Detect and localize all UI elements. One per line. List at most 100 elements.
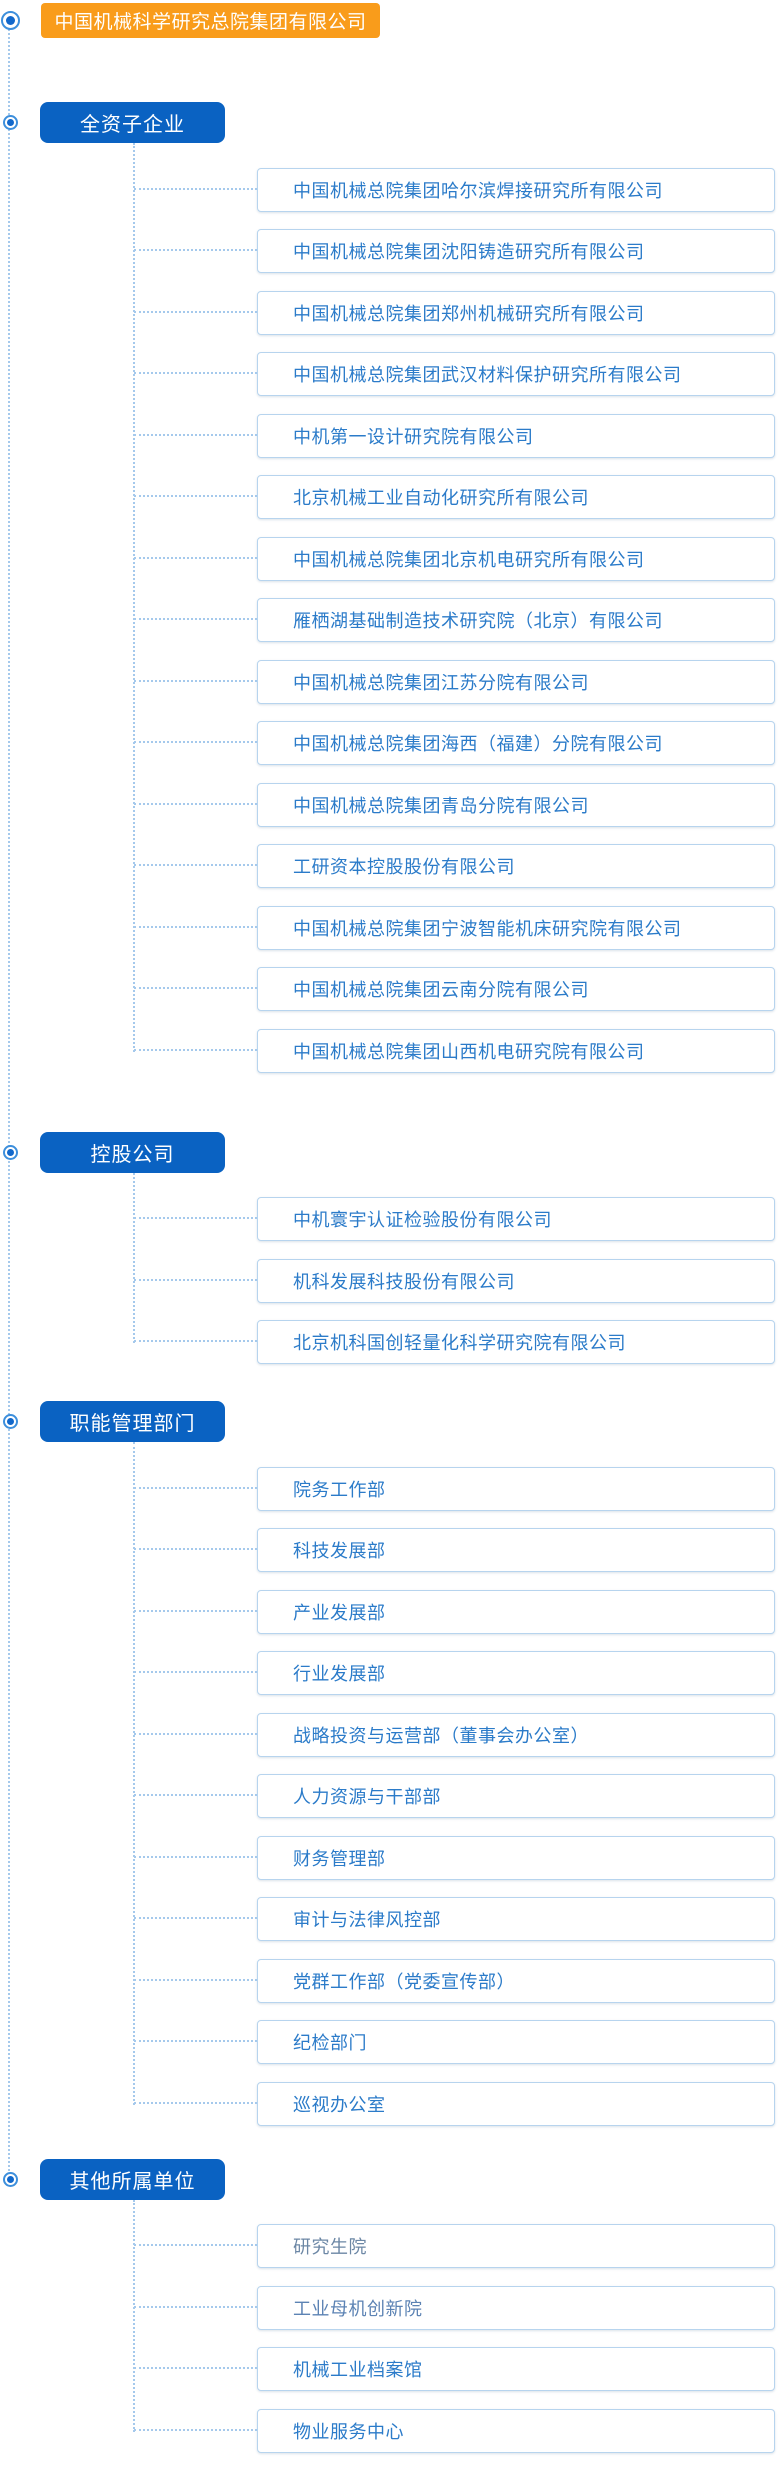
- branch-dotted-line: [134, 802, 257, 805]
- org-unit-node[interactable]: 科技发展部: [257, 1528, 775, 1573]
- spine-dotted-line: [8, 21, 10, 2179]
- org-unit-node[interactable]: 人力资源与干部部: [257, 1774, 775, 1819]
- branch-dotted-line: [134, 1340, 257, 1343]
- org-unit-node[interactable]: 院务工作部: [257, 1466, 775, 1511]
- item-row: 雁栖湖基础制造技术研究院（北京）有限公司: [134, 590, 779, 652]
- org-unit-node[interactable]: 中国机械总院集团沈阳铸造研究所有限公司: [257, 229, 775, 274]
- org-unit-node[interactable]: 研究生院: [257, 2224, 775, 2269]
- item-row: 科技发展部: [134, 1520, 779, 1582]
- org-unit-node[interactable]: 中国机械总院集团江苏分院有限公司: [257, 659, 775, 704]
- root-node[interactable]: 中国机械科学研究总院集团有限公司: [41, 3, 380, 38]
- branch-dotted-line: [134, 1278, 257, 1281]
- org-unit-node[interactable]: 工业母机创新院: [257, 2285, 775, 2330]
- section-header-row: 其他所属单位: [0, 2158, 779, 2200]
- org-unit-node[interactable]: 战略投资与运营部（董事会办公室）: [257, 1712, 775, 1757]
- org-unit-node[interactable]: 中国机械总院集团云南分院有限公司: [257, 967, 775, 1012]
- item-row: 纪检部门: [134, 2012, 779, 2074]
- item-row: 产业发展部: [134, 1581, 779, 1643]
- branch-dotted-line: [134, 1048, 257, 1051]
- section-header-row: 全资子企业: [0, 102, 779, 143]
- branch-dotted-line: [134, 372, 257, 375]
- item-row: 北京机械工业自动化研究所有限公司: [134, 467, 779, 529]
- org-unit-node[interactable]: 党群工作部（党委宣传部）: [257, 1958, 775, 2003]
- item-row: 中国机械总院集团北京机电研究所有限公司: [134, 528, 779, 590]
- branch-dotted-line: [134, 1794, 257, 1797]
- org-unit-node[interactable]: 巡视办公室: [257, 2081, 775, 2126]
- item-row: 中国机械总院集团沈阳铸造研究所有限公司: [134, 221, 779, 283]
- item-row: 审计与法律风控部: [134, 1889, 779, 1951]
- org-unit-node[interactable]: 工研资本控股股份有限公司: [257, 844, 775, 889]
- item-row: 机科发展科技股份有限公司: [134, 1250, 779, 1312]
- item-row: 中国机械总院集团宁波智能机床研究院有限公司: [134, 897, 779, 959]
- section-bullet-icon: [3, 1144, 18, 1160]
- section-node[interactable]: 全资子企业: [40, 102, 225, 143]
- item-row: 中国机械总院集团武汉材料保护研究所有限公司: [134, 344, 779, 406]
- branch-dotted-line: [134, 249, 257, 252]
- org-unit-node[interactable]: 中国机械总院集团武汉材料保护研究所有限公司: [257, 352, 775, 397]
- item-row: 研究生院: [134, 2216, 779, 2278]
- org-unit-node[interactable]: 北京机械工业自动化研究所有限公司: [257, 475, 775, 520]
- org-unit-node[interactable]: 机科发展科技股份有限公司: [257, 1258, 775, 1303]
- org-unit-node[interactable]: 中国机械总院集团山西机电研究院有限公司: [257, 1028, 775, 1073]
- branch-dotted-line: [134, 679, 257, 682]
- branch-dotted-line: [134, 925, 257, 928]
- item-row: 中国机械总院集团海西（福建）分院有限公司: [134, 713, 779, 775]
- org-unit-node[interactable]: 中国机械总院集团哈尔滨焊接研究所有限公司: [257, 167, 775, 212]
- org-unit-node[interactable]: 财务管理部: [257, 1835, 775, 1880]
- branch-dotted-line: [134, 1855, 257, 1858]
- org-unit-node[interactable]: 中机第一设计研究院有限公司: [257, 413, 775, 458]
- item-row: 工业母机创新院: [134, 2277, 779, 2339]
- org-unit-node[interactable]: 审计与法律风控部: [257, 1897, 775, 1942]
- item-row: 人力资源与干部部: [134, 1766, 779, 1828]
- section-bullet-icon: [3, 115, 18, 130]
- root-bullet-icon: [1, 11, 20, 30]
- branch-dotted-line: [134, 310, 257, 313]
- org-unit-node[interactable]: 雁栖湖基础制造技术研究院（北京）有限公司: [257, 598, 775, 643]
- branch-dotted-line: [134, 1217, 257, 1220]
- branch-dotted-line: [134, 2428, 257, 2431]
- branch-dotted-line: [134, 2040, 257, 2043]
- org-unit-node[interactable]: 中国机械总院集团北京机电研究所有限公司: [257, 536, 775, 581]
- branch-dotted-line: [134, 1917, 257, 1920]
- item-row: 行业发展部: [134, 1643, 779, 1705]
- branch-dotted-line: [134, 987, 257, 990]
- section-node[interactable]: 其他所属单位: [40, 2158, 225, 2200]
- item-row: 中机寰宇认证检验股份有限公司: [134, 1189, 779, 1251]
- branch-dotted-line: [134, 741, 257, 744]
- branch-dotted-line: [134, 2244, 257, 2247]
- section-bullet-icon: [3, 1414, 18, 1429]
- org-unit-node[interactable]: 中国机械总院集团海西（福建）分院有限公司: [257, 721, 775, 766]
- org-unit-node[interactable]: 物业服务中心: [257, 2408, 775, 2453]
- org-unit-node[interactable]: 中国机械总院集团郑州机械研究所有限公司: [257, 290, 775, 335]
- root-row: 中国机械科学研究总院集团有限公司: [0, 0, 779, 38]
- org-unit-node[interactable]: 产业发展部: [257, 1589, 775, 1634]
- section-node[interactable]: 职能管理部门: [40, 1401, 225, 1442]
- branch-dotted-line: [134, 864, 257, 867]
- section-items: 院务工作部 科技发展部 产业发展部 行业发展部 战略投资与运营部（董事会办公室）…: [0, 1442, 779, 2135]
- branch-dotted-line: [134, 1548, 257, 1551]
- org-unit-node[interactable]: 北京机科国创轻量化科学研究院有限公司: [257, 1320, 775, 1365]
- item-row: 物业服务中心: [134, 2400, 779, 2462]
- item-row: 机械工业档案馆: [134, 2339, 779, 2401]
- org-unit-node[interactable]: 行业发展部: [257, 1651, 775, 1696]
- item-row: 党群工作部（党委宣传部）: [134, 1950, 779, 2012]
- section-items: 中国机械总院集团哈尔滨焊接研究所有限公司 中国机械总院集团沈阳铸造研究所有限公司…: [0, 143, 779, 1082]
- item-row: 中机第一设计研究院有限公司: [134, 405, 779, 467]
- org-section: 其他所属单位 研究生院 工业母机创新院 机械工业档案馆 物业服务中心: [0, 2158, 779, 2462]
- item-row: 北京机科国创轻量化科学研究院有限公司: [134, 1312, 779, 1374]
- branch-dotted-line: [134, 1609, 257, 1612]
- org-unit-node[interactable]: 机械工业档案馆: [257, 2347, 775, 2392]
- section-header-row: 控股公司: [0, 1131, 779, 1173]
- item-row: 中国机械总院集团云南分院有限公司: [134, 959, 779, 1021]
- org-unit-node[interactable]: 纪检部门: [257, 2020, 775, 2065]
- section-items: 中机寰宇认证检验股份有限公司 机科发展科技股份有限公司 北京机科国创轻量化科学研…: [0, 1172, 779, 1374]
- item-row: 院务工作部: [134, 1458, 779, 1520]
- org-unit-node[interactable]: 中国机械总院集团青岛分院有限公司: [257, 782, 775, 827]
- item-row: 巡视办公室: [134, 2073, 779, 2135]
- branch-dotted-line: [134, 1732, 257, 1735]
- section-node[interactable]: 控股公司: [40, 1131, 225, 1173]
- org-unit-node[interactable]: 中国机械总院集团宁波智能机床研究院有限公司: [257, 905, 775, 950]
- branch-dotted-line: [134, 1671, 257, 1674]
- org-unit-node[interactable]: 中机寰宇认证检验股份有限公司: [257, 1197, 775, 1242]
